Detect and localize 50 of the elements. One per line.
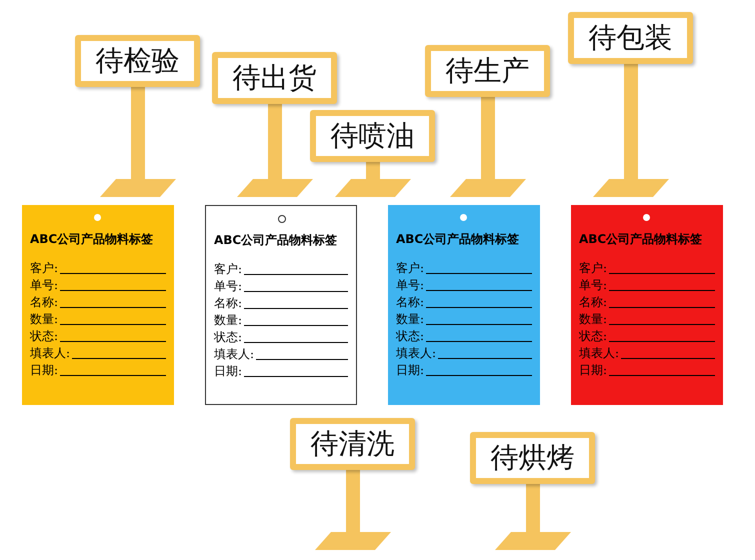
field-label: 客户:: [396, 260, 424, 277]
field-label: 日期:: [30, 362, 58, 379]
sign-text: 待喷油: [330, 118, 414, 154]
field-label: 单号:: [214, 278, 242, 295]
sign-board: [425, 45, 550, 97]
field-label: 日期:: [579, 362, 608, 379]
sign-text: 待检验: [96, 43, 180, 79]
sign-board: [75, 35, 200, 87]
tag-heading: ABC公司产品物料标签: [214, 232, 338, 249]
field-label: 数量:: [30, 311, 58, 328]
field-label: 日期:: [396, 362, 424, 379]
field-label: 单号:: [396, 277, 424, 294]
sign-board: [310, 110, 435, 162]
sign-board: [568, 12, 693, 64]
field-label: 客户:: [214, 261, 242, 278]
field-label: 名称:: [396, 294, 424, 311]
field-label: 名称:: [579, 294, 608, 311]
sign-text: 待生产: [446, 53, 530, 89]
field-label: 填表人:: [30, 345, 70, 362]
material-tag: [388, 205, 540, 405]
field-label: 数量:: [396, 311, 424, 328]
sign-text: 待烘烤: [490, 440, 574, 476]
material-tag: [571, 205, 723, 405]
sign-text: 待出货: [232, 60, 316, 96]
field-label: 日期:: [214, 363, 242, 380]
tag-heading: ABC公司产品物料标签: [579, 231, 704, 248]
field-label: 数量:: [579, 311, 608, 328]
tag-heading: ABC公司产品物料标签: [396, 231, 520, 248]
sign-board: [470, 432, 595, 484]
field-label: 状态:: [396, 328, 424, 345]
field-label: 状态:: [214, 329, 242, 346]
field-label: 单号:: [579, 277, 608, 294]
sign-text: 待清洗: [310, 426, 394, 462]
sign-text: 待包装: [588, 20, 672, 56]
field-label: 单号:: [30, 277, 58, 294]
field-label: 填表人:: [396, 345, 436, 362]
field-label: 名称:: [30, 294, 58, 311]
tag-heading: ABC公司产品物料标签: [30, 231, 154, 248]
field-label: 名称:: [214, 295, 242, 312]
material-tag: [22, 205, 174, 405]
field-label: 数量:: [214, 312, 242, 329]
field-label: 填表人:: [579, 345, 620, 362]
material-tag: [205, 205, 357, 405]
field-label: 状态:: [579, 328, 608, 345]
field-label: 状态:: [30, 328, 58, 345]
field-label: 客户:: [579, 260, 608, 277]
field-label: 客户:: [30, 260, 58, 277]
sign-board: [212, 52, 337, 104]
sign-board: [290, 418, 415, 470]
field-label: 填表人:: [214, 346, 254, 363]
